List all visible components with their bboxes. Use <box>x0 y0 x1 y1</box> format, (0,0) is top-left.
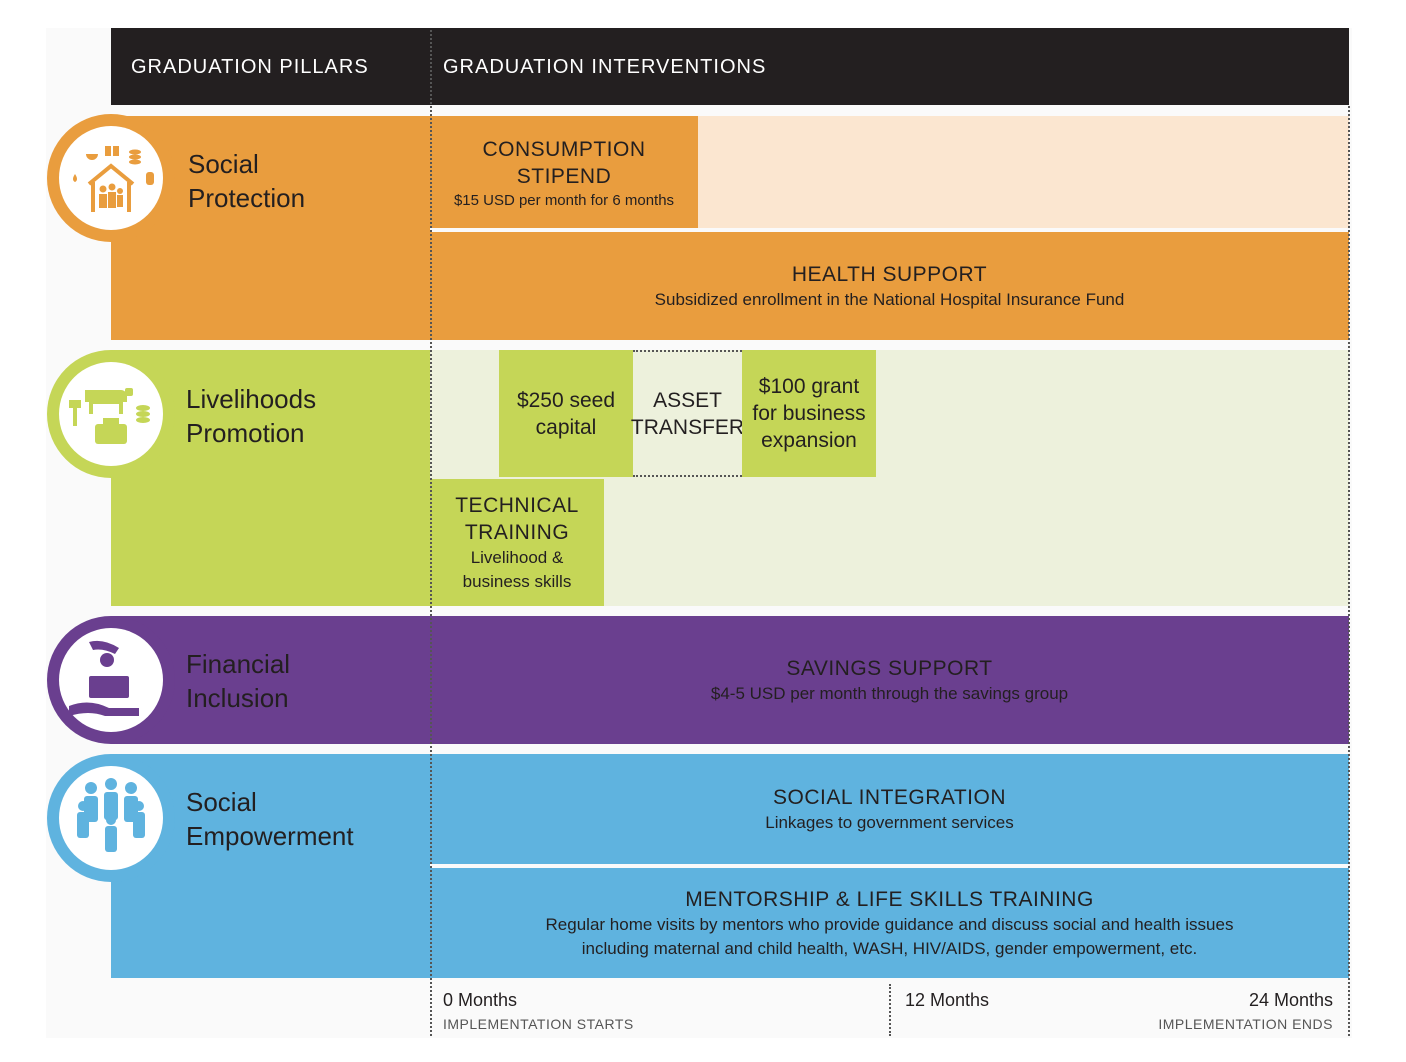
family-house-icon <box>73 146 154 212</box>
asset-line1: ASSET <box>653 388 722 412</box>
training-line4: business skills <box>462 571 572 591</box>
training-line3: Livelihood & <box>470 547 564 567</box>
asset-transfer-block: ASSET TRANSFER <box>630 350 745 477</box>
business-grant-block: $100 grant for business expansion <box>742 350 876 477</box>
pillar-label-line1: Social <box>186 787 257 817</box>
asset-line2: TRANSFER <box>630 415 745 439</box>
pillar-icon-livelihoods <box>59 362 163 466</box>
pillar-label-line1: Social <box>188 149 259 179</box>
pillar-label-line2: Empowerment <box>186 821 354 851</box>
savings-title: SAVINGS SUPPORT <box>786 656 993 680</box>
grant-line3: expansion <box>761 429 857 452</box>
pillar-label-line1: Financial <box>186 649 291 679</box>
timeline-line-end <box>1348 106 1350 1036</box>
hand-coin-money-icon <box>69 640 139 716</box>
pillar-icon-social-protection <box>59 126 163 230</box>
grant-line2: for business <box>752 402 866 425</box>
mentorship-detail-line2: including maternal and child health, WAS… <box>581 938 1198 958</box>
pillar-label-line2: Protection <box>188 183 306 213</box>
grant-line1: $100 grant <box>758 375 860 398</box>
interventions-header: GRADUATION INTERVENTIONS <box>443 56 767 78</box>
consumption-title-line2: STIPEND <box>516 164 612 188</box>
mentorship-title: MENTORSHIP & LIFE SKILLS TRAINING <box>685 887 1094 911</box>
pillar-label-social-protection: Social Protection <box>188 147 305 215</box>
timeline-start-sub: IMPLEMENTATION STARTS <box>443 1016 634 1032</box>
seed-line1: $250 seed <box>516 388 616 412</box>
consumption-stipend-block: CONSUMPTION STIPEND $15 USD per month fo… <box>430 116 698 228</box>
training-line1: TECHNICAL <box>455 493 579 517</box>
health-detail: Subsidized enrollment in the National Ho… <box>654 289 1125 309</box>
mentorship-detail-line1: Regular home visits by mentors who provi… <box>545 914 1234 934</box>
savings-detail: $4-5 USD per month through the savings g… <box>710 683 1069 703</box>
integration-detail: Linkages to government services <box>765 812 1014 832</box>
training-line2: TRAINING <box>464 520 570 544</box>
timeline-start-label: 0 Months <box>443 990 518 1010</box>
social-integration-block: SOCIAL INTEGRATION Linkages to governmen… <box>430 754 1349 864</box>
timeline-mid-label: 12 Months <box>905 990 990 1010</box>
pillar-label-line1: Livelihoods <box>186 384 317 414</box>
consumption-detail: $15 USD per month for 6 months <box>453 191 675 209</box>
health-title: HEALTH SUPPORT <box>791 262 988 286</box>
pillar-icon-financial-inclusion <box>59 628 163 732</box>
seed-capital-block: $250 seed capital <box>499 350 633 477</box>
livestock-tools-icon <box>69 388 150 444</box>
pillar-label-financial-inclusion: Financial Inclusion <box>186 647 290 715</box>
mentorship-block: MENTORSHIP & LIFE SKILLS TRAINING Regula… <box>430 868 1349 978</box>
pillar-label-line2: Promotion <box>186 418 305 448</box>
pillar-band-financial-inclusion <box>111 616 1349 744</box>
timeline-end-sub: IMPLEMENTATION ENDS <box>1158 1016 1333 1032</box>
header-bar <box>111 28 1349 105</box>
timeline-end-label: 24 Months <box>1248 990 1333 1010</box>
savings-support-block: SAVINGS SUPPORT $4-5 USD per month throu… <box>430 616 1349 744</box>
pillar-label-line2: Inclusion <box>186 683 289 713</box>
pillar-label-social-empowerment: Social Empowerment <box>186 785 354 853</box>
seed-line2: capital <box>535 415 597 439</box>
integration-title: SOCIAL INTEGRATION <box>772 785 1007 809</box>
timeline-line-start <box>430 30 432 1036</box>
timeline-line-mid <box>889 984 891 1036</box>
community-people-icon <box>77 778 145 852</box>
pillar-label-livelihoods: Livelihoods Promotion <box>186 382 316 450</box>
pillar-icon-social-empowerment <box>59 766 163 870</box>
consumption-title-line1: CONSUMPTION <box>482 137 646 161</box>
health-support-block: HEALTH SUPPORT Subsidized enrollment in … <box>430 232 1349 340</box>
pillars-header: GRADUATION PILLARS <box>131 56 369 78</box>
technical-training-block: TECHNICAL TRAINING Livelihood & business… <box>430 479 604 606</box>
